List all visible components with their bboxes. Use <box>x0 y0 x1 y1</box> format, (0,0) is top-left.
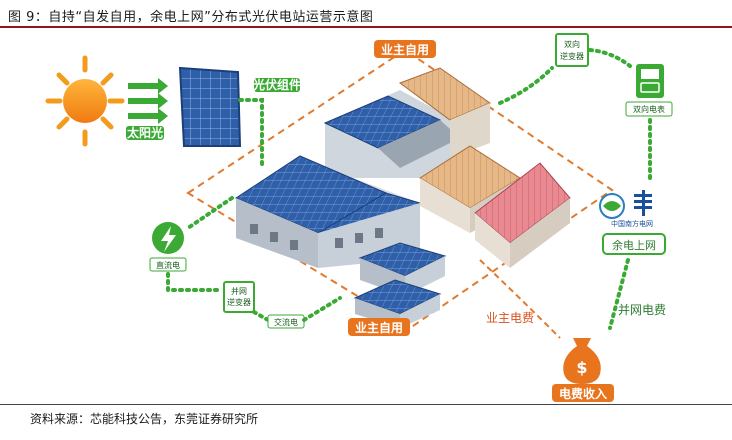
building-to-bidir-inverter-dots <box>498 66 554 105</box>
sun-label: 太阳光 <box>126 125 164 140</box>
warehouse-tan-1 <box>398 67 492 158</box>
svg-text:并网: 并网 <box>231 286 247 296</box>
svg-text:余电上网: 余电上网 <box>612 238 656 252</box>
surplus-to-grid-label: 余电上网 <box>602 233 666 255</box>
svg-text:电费收入: 电费收入 <box>559 386 607 401</box>
sun-icon <box>45 55 125 147</box>
svg-text:交流电: 交流电 <box>274 317 298 327</box>
svg-text:逆变器: 逆变器 <box>560 51 584 61</box>
svg-text:逆变器: 逆变器 <box>227 297 251 307</box>
svg-text:双向: 双向 <box>564 39 580 49</box>
source-note: 资料来源：芯能科技公告，东莞证券研究所 <box>30 412 259 426</box>
inverter-to-ac-dots <box>252 310 270 322</box>
grid-company-name: 中国南方电网 <box>611 219 653 228</box>
ac-label: 交流电 <box>267 314 305 329</box>
dc-label: 直流电 <box>149 257 187 272</box>
pv-module-label: 光伏组件 <box>252 77 301 92</box>
factory-building <box>234 90 460 328</box>
bidir-meter-label: 双向电表 <box>625 101 673 117</box>
title-rule <box>0 26 732 28</box>
owner-use-label-top: 业主自用 <box>374 40 436 58</box>
boundary-dashed-line <box>186 48 614 330</box>
ac-to-building-dots <box>302 296 342 322</box>
income-label: 电费收入 <box>552 384 614 402</box>
svg-text:业主自用: 业主自用 <box>355 320 403 335</box>
warehouse-pink <box>474 162 571 268</box>
svg-text:双向电表: 双向电表 <box>633 104 665 114</box>
svg-text:光伏组件: 光伏组件 <box>252 77 301 92</box>
svg-text:$: $ <box>576 358 587 377</box>
source-rule <box>0 404 732 405</box>
svg-text:直流电: 直流电 <box>156 260 180 270</box>
svg-text:太阳光: 太阳光 <box>127 125 163 140</box>
owner-use-label-bottom: 业主自用 <box>348 318 410 336</box>
sunlight-arrows <box>128 78 168 124</box>
svg-text:业主自用: 业主自用 <box>381 42 429 57</box>
owner-fee-label: 业主电费 <box>486 311 534 325</box>
grid-fee-label: 并网电费 <box>618 303 666 317</box>
pv-module-panel <box>178 66 242 147</box>
bidir-inverter-icon: 双向 逆变器 <box>555 33 589 67</box>
meter-icon <box>636 64 664 98</box>
lightning-icon <box>152 222 184 254</box>
pv-to-building-dots <box>238 98 264 170</box>
owner-to-income-dash <box>479 259 561 339</box>
dc-to-inverter-dots <box>166 272 224 292</box>
figure-title: 图 9：自持“自发自用，余电上网”分布式光伏电站运营示意图 <box>8 10 374 25</box>
grid-logo-icon <box>599 190 652 219</box>
money-bag-icon: $ <box>563 338 601 384</box>
inverter-icon: 并网 逆变器 <box>223 281 255 313</box>
inverter-to-meter-dots <box>588 48 632 68</box>
building-to-dc-dots <box>186 196 234 230</box>
pv-operation-diagram: 太阳光 光伏组件 <box>45 33 673 402</box>
grid-to-income-dots <box>608 258 630 330</box>
